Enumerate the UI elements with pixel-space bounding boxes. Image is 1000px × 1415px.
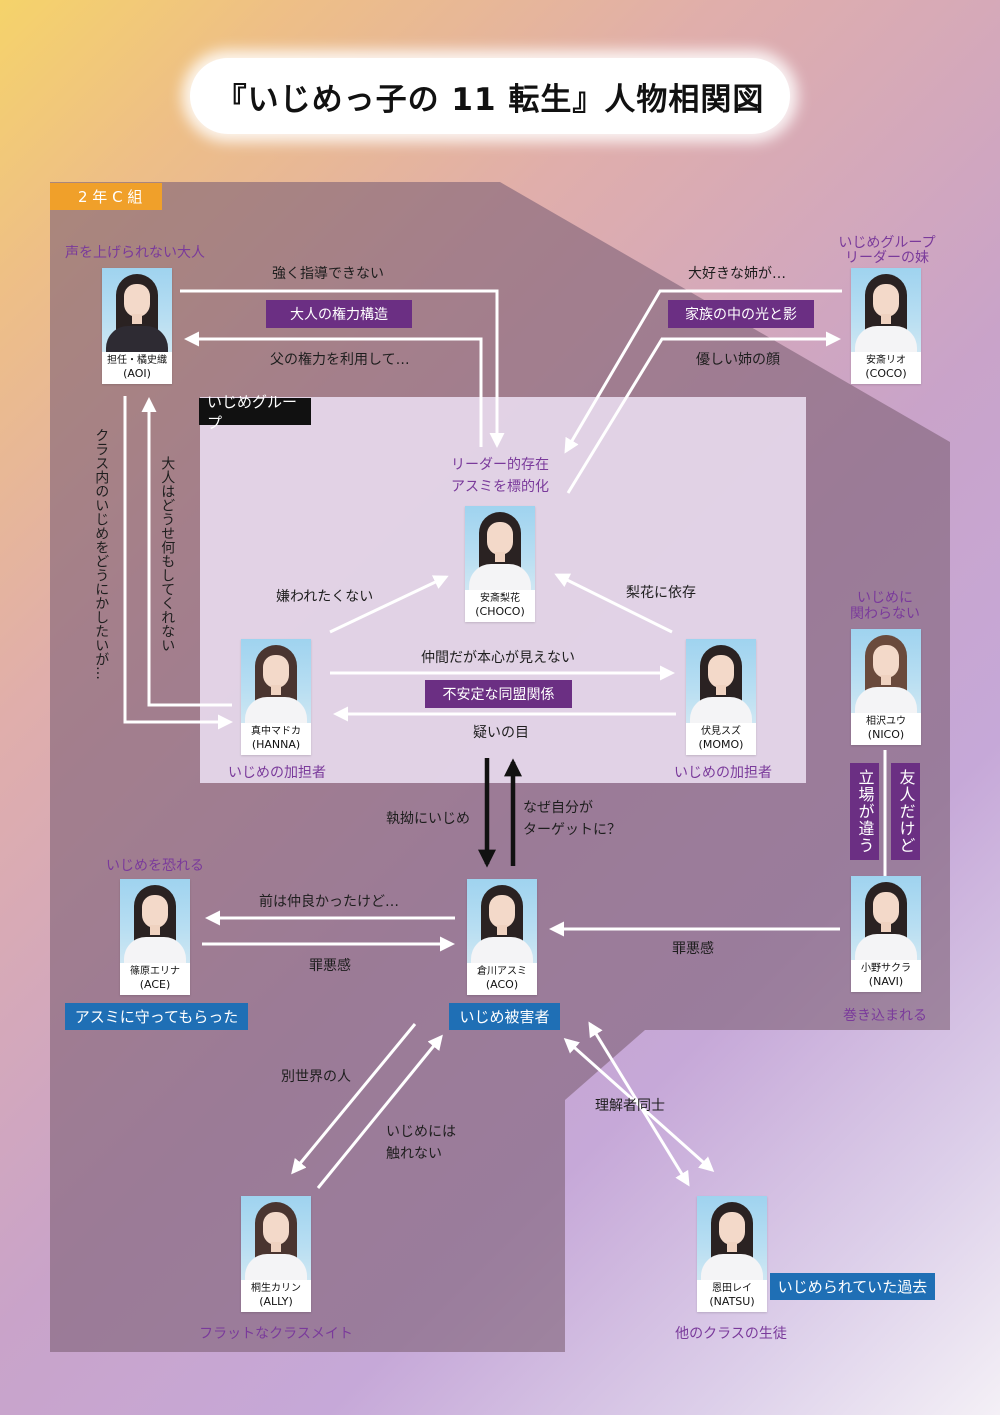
photo-choco	[465, 506, 535, 590]
card-choco: 安斎梨花 (CHOCO)	[465, 506, 535, 622]
name-coco: 安斎リオ	[866, 355, 906, 366]
card-natsu: 恩田レイ (NATSU)	[697, 1196, 767, 1312]
photo-aoi	[102, 268, 172, 352]
photo-coco	[851, 268, 921, 352]
name-ally: 桐生カリン	[251, 1283, 301, 1294]
code-nico: (NICO)	[867, 728, 905, 741]
role-hanna: いじめの加担者	[228, 765, 326, 781]
role-nico: いじめに 関わらない	[850, 590, 920, 622]
name-nico: 相沢ユウ	[866, 716, 906, 727]
arrow-hanna-to-choco	[329, 575, 449, 634]
arrow-choco-to-aoi	[184, 331, 483, 447]
tag-aco: いじめ被害者	[449, 1003, 560, 1030]
card-momo: 伏見スズ (MOMO)	[686, 639, 756, 755]
tag-ace: アスミに守ってもらった	[65, 1003, 248, 1030]
name-hanna: 真中マドカ	[251, 726, 301, 737]
code-ally: (ALLY)	[259, 1295, 293, 1308]
arrow-momo-to-choco	[554, 573, 673, 634]
rel-hanna-momo-box: 不安定な同盟関係	[425, 680, 572, 708]
photo-momo	[686, 639, 756, 723]
photo-navi	[851, 876, 921, 960]
card-aoi: 担任・橘史織 (AOI)	[102, 268, 172, 384]
rel-aoi-choco-box: 大人の権力構造	[266, 300, 412, 328]
arrow-aoi-to-hanna	[123, 396, 233, 730]
arrow-choco-to-coco	[566, 331, 841, 494]
role-ally: フラットなクラスメイト	[199, 1326, 353, 1342]
rel-coco-to-choco: 大好きな姉が…	[688, 266, 786, 282]
arrow-aco-to-ally	[291, 1023, 417, 1175]
arrow-hanna-to-aoi	[141, 397, 232, 707]
page-title: 『いじめっ子の 11 転生』人物相関図	[190, 58, 790, 134]
role-navi: 巻き込まれる	[843, 1008, 927, 1024]
rel-momo-to-hanna: 疑いの目	[473, 725, 529, 741]
code-momo: (MOMO)	[698, 738, 744, 751]
rel-hanna-to-momo: 仲間だが本心が見えない	[421, 650, 575, 666]
rel-choco-to-coco: 優しい姉の顔	[696, 352, 780, 368]
class-label: 2 年 C 組	[50, 183, 162, 210]
rel-navi-to-aco: 罪悪感	[672, 941, 714, 957]
role-coco: いじめグループ リーダーの妹	[838, 235, 936, 266]
card-navi: 小野サクラ (NAVI)	[851, 876, 921, 992]
arrow-aco-natsu-2	[588, 1021, 690, 1187]
code-aco: (ACO)	[485, 978, 519, 991]
rel-aco-to-group: なぜ自分が ターゲットに？	[523, 800, 621, 838]
rel-group-to-aco: 執拗にいじめ	[386, 811, 470, 827]
card-coco: 安斎リオ (COCO)	[851, 268, 921, 384]
photo-ace	[120, 879, 190, 963]
role-choco: リーダー的存在 アスミを標的化	[451, 457, 549, 495]
rel-hanna-to-choco: 嫌われたくない	[276, 589, 374, 605]
rel-nico-navi-box2: 友人だけど	[891, 763, 920, 860]
arrow-ally-to-aco	[316, 1034, 443, 1189]
rel-aco-natsu: 理解者同士	[595, 1098, 665, 1114]
role-ace: いじめを恐れる	[106, 858, 204, 874]
rel-momo-to-choco: 梨花に依存	[626, 585, 696, 601]
card-hanna: 真中マドカ (HANNA)	[241, 639, 311, 755]
role-momo: いじめの加担者	[674, 765, 772, 781]
card-ace: 篠原エリナ (ACE)	[120, 879, 190, 995]
rel-choco-to-aoi: 父の権力を利用して…	[270, 352, 410, 368]
card-ally: 桐生カリン (ALLY)	[241, 1196, 311, 1312]
rel-nico-navi-box1: 立場が違う	[850, 763, 879, 860]
code-aoi: (AOI)	[123, 367, 151, 380]
code-coco: (COCO)	[865, 367, 907, 380]
arrow-coco-to-choco	[564, 289, 842, 454]
photo-nico	[851, 629, 921, 713]
photo-hanna	[241, 639, 311, 723]
name-choco: 安斎梨花	[480, 593, 520, 604]
code-navi: (NAVI)	[868, 975, 904, 988]
rel-hanna-to-aoi: 大人はどうせ何もしてくれない	[159, 456, 176, 652]
rel-aoi-to-hanna: クラス内のいじめをどうにかしたいが…	[93, 428, 110, 680]
code-hanna: (HANNA)	[251, 738, 301, 751]
arrow-aoi-to-choco	[180, 289, 505, 448]
tag-natsu: いじめられていた過去	[770, 1273, 935, 1300]
card-aco: 倉川アスミ (ACO)	[467, 879, 537, 995]
role-natsu: 他のクラスの生徒	[675, 1326, 787, 1342]
code-natsu: (NATSU)	[709, 1295, 755, 1308]
name-aoi: 担任・橘史織	[107, 355, 167, 366]
rel-aoi-to-choco: 強く指導できない	[272, 266, 384, 282]
rel-coco-choco-box: 家族の中の光と影	[668, 300, 814, 328]
photo-natsu	[697, 1196, 767, 1280]
photo-aco	[467, 879, 537, 963]
name-navi: 小野サクラ	[861, 963, 911, 974]
card-nico: 相沢ユウ (NICO)	[851, 629, 921, 745]
photo-ally	[241, 1196, 311, 1280]
rel-ace-to-aco: 罪悪感	[309, 958, 351, 974]
name-ace: 篠原エリナ	[130, 966, 180, 977]
rel-aco-to-ally: 別世界の人	[281, 1069, 351, 1085]
name-aco: 倉川アスミ	[477, 966, 527, 977]
name-momo: 伏見スズ	[701, 726, 741, 737]
code-ace: (ACE)	[139, 978, 171, 991]
code-choco: (CHOCO)	[475, 605, 525, 618]
rel-ally-to-aco: いじめには 触れない	[386, 1124, 456, 1162]
rel-aco-to-ace: 前は仲良かったけど…	[259, 894, 399, 910]
name-natsu: 恩田レイ	[712, 1283, 752, 1294]
role-aoi: 声を上げられない大人	[65, 245, 205, 261]
bully-group-label: いじめグループ	[199, 393, 311, 432]
